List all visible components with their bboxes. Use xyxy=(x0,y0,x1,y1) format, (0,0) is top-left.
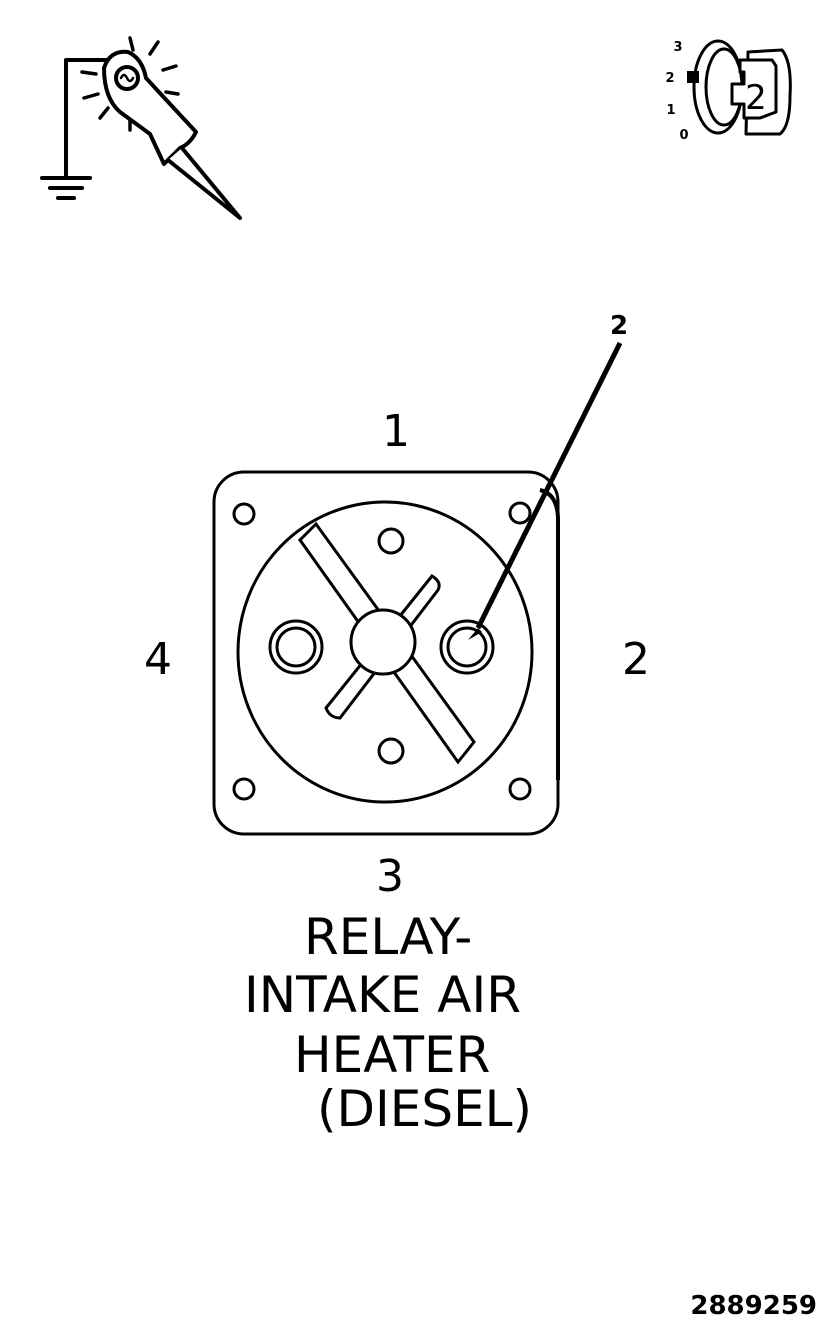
caption-line-3: HEATER xyxy=(294,1026,491,1084)
caption-line-2: INTAKE AIR xyxy=(244,966,521,1024)
terminal-label-3: 3 xyxy=(376,851,404,902)
key-position-2: 2 xyxy=(665,71,674,86)
terminal-label-2: 2 xyxy=(622,634,650,685)
key-position-3: 3 xyxy=(673,40,682,55)
caption-line-4: (DIESEL) xyxy=(317,1080,533,1138)
figure-number: 2889259 xyxy=(690,1291,817,1321)
caption-line-1: RELAY- xyxy=(304,908,473,966)
key-position-marker xyxy=(687,71,699,83)
key-position-0: 0 xyxy=(679,128,688,143)
test-light-icon xyxy=(40,36,242,220)
terminal-label-1: 1 xyxy=(382,406,410,457)
terminal-2-callout: 2 xyxy=(468,311,628,640)
key-switch-icon: 3 2 1 0 2 xyxy=(665,39,792,143)
callout-label: 2 xyxy=(610,311,628,341)
terminal-label-4: 4 xyxy=(144,634,172,685)
relay-body xyxy=(212,470,560,836)
key-selected-position: 2 xyxy=(745,78,767,118)
key-position-1: 1 xyxy=(666,103,675,118)
